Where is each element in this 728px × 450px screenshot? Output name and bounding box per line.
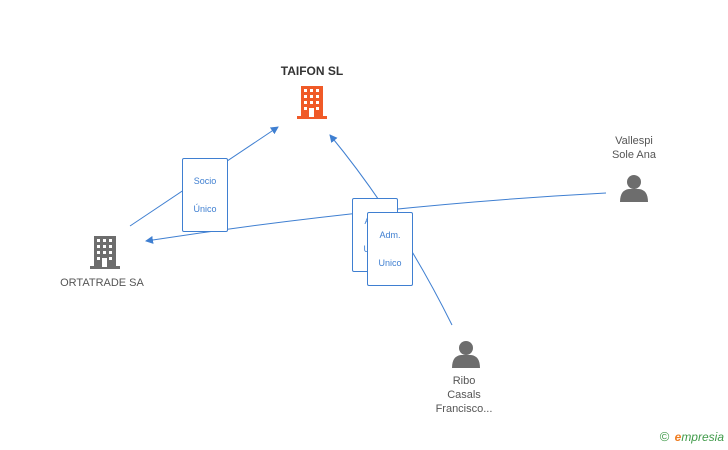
copyright-symbol: © [659,429,670,444]
brand-initial: e [674,430,682,444]
edge-label-line: Socio [193,176,217,186]
edge-label-line: Unico [378,258,402,268]
building-icon[interactable] [90,236,120,269]
building-icon[interactable] [297,86,327,119]
person-icon[interactable] [452,341,480,368]
node-label-line: Francisco... [435,403,493,415]
empresia-watermark: © empresia [660,429,724,444]
brand-name: mpresia [681,430,724,444]
person-icon[interactable] [620,175,648,202]
node-label-ribo[interactable]: Ribo Casals Francisco... [414,374,514,416]
node-label-ortatrade[interactable]: ORTATRADE SA [60,277,144,289]
edge-label-socio-unico[interactable]: Socio Único [182,158,228,232]
node-label-line: Sole Ana [611,149,657,161]
edge-label-adm-unico[interactable]: Adm. Unico [367,212,413,286]
node-label-vallespi[interactable]: Vallespi Sole Ana [584,134,684,162]
node-label-line: Vallespi [615,135,653,147]
node-label-line: Ribo [452,375,476,387]
edge-label-line: Adm. [379,230,401,240]
edge-label-line: Único [193,204,217,214]
node-label-line: Casals [447,389,481,401]
node-label-taifon[interactable]: TAIFON SL [280,64,344,78]
